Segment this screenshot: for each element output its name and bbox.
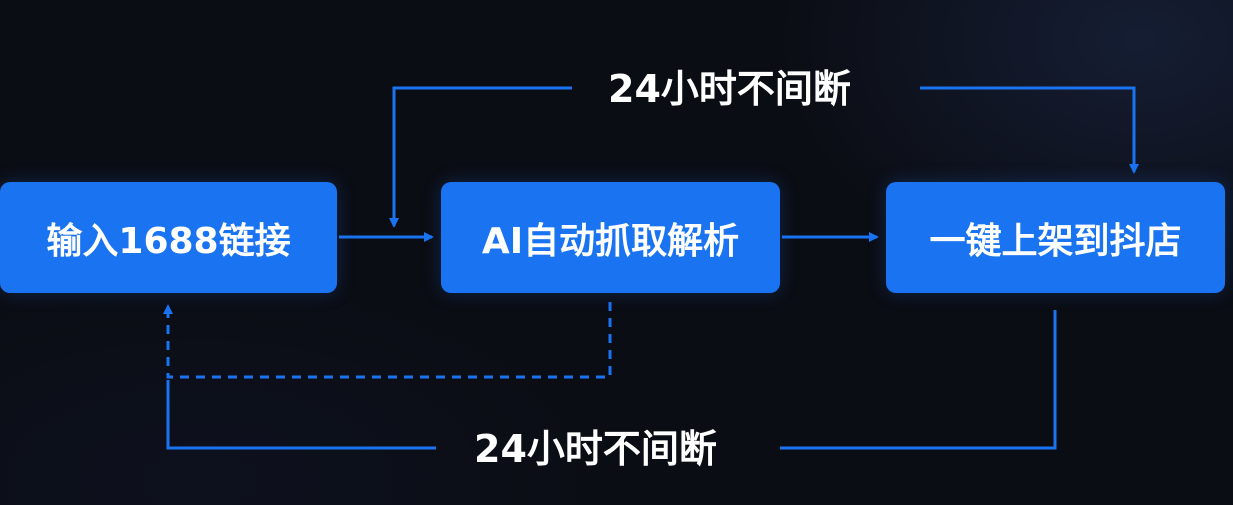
top-loop-label: 24小时不间断 [608,67,851,111]
node-ai-auto-parse: AI自动抓取解析 [441,182,780,293]
node-input-1688-link: 输入1688链接 [0,182,337,293]
bottom-loop-left-segment [166,380,436,450]
top-loop-right-segment [920,86,1139,174]
bottom-loop-right-segment [780,310,1057,450]
top-loop-left-segment [389,86,572,228]
dashed-feedback-loop [163,302,612,379]
bottom-loop-label: 24小时不间断 [474,427,717,471]
node-publish-to-store: 一键上架到抖店 [886,182,1225,293]
